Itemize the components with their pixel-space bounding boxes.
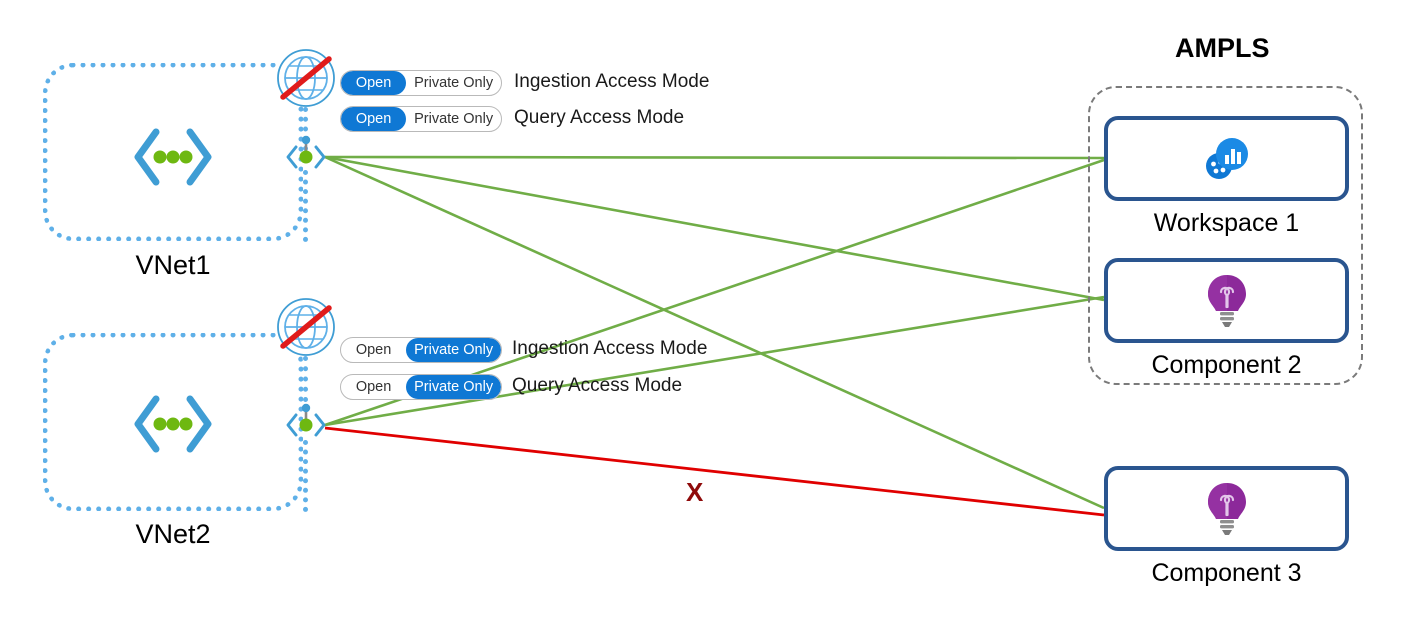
component2-card[interactable] [1104, 258, 1349, 343]
vnet1-query-access-mode-toggle[interactable]: Open Private Only [340, 106, 502, 132]
vnet2-query-access-mode-toggle[interactable]: Open Private Only [340, 374, 502, 400]
link-vnet2-component3-blocked [324, 426, 1105, 517]
component2-label: Component 2 [1151, 351, 1302, 379]
vnet1-ingestion-access-mode-toggle[interactable]: Open Private Only [340, 70, 502, 96]
ampls-boundary [1088, 86, 1363, 385]
vnet2-endpoint-stem-lower [303, 440, 308, 512]
vnet1-endpoint-stem-lower [303, 170, 308, 242]
toggle-option-open[interactable]: Open [355, 379, 392, 395]
vnet2-ingestion-access-mode-toggle[interactable]: Open Private Only [340, 337, 502, 363]
link-vnet1-component2 [324, 155, 1105, 302]
application-insights-icon [1207, 482, 1246, 535]
toggle-option-open[interactable]: Open [341, 107, 407, 131]
workspace1-card[interactable] [1104, 116, 1349, 201]
toggle-option-open[interactable]: Open [341, 71, 407, 95]
resource-component3: Component 3 [1104, 466, 1349, 587]
ampls-title: AMPLS [1175, 33, 1270, 63]
vnet1-label: VNet1 [135, 250, 211, 280]
toggle-option-private-only[interactable]: Private Only [414, 111, 494, 127]
private-endpoint-icon [286, 135, 326, 169]
vnet2-ingestion-access-mode-label: Ingestion Access Mode [512, 338, 708, 359]
link-vnet1-workspace1 [324, 155, 1105, 160]
component3-card[interactable] [1104, 466, 1349, 551]
toggle-option-private-only[interactable]: Private Only [414, 75, 494, 91]
vnet-icon [134, 128, 212, 186]
toggle-option-private-only[interactable]: Private Only [406, 375, 501, 399]
resource-workspace1: Workspace 1 [1104, 116, 1349, 237]
private-endpoint-icon [286, 403, 326, 437]
toggle-option-private-only[interactable]: Private Only [406, 338, 501, 362]
workspace1-label: Workspace 1 [1153, 209, 1300, 237]
globe-blocked-icon [277, 49, 335, 107]
vnet1-endpoint-stem [303, 107, 308, 151]
application-insights-icon [1207, 274, 1246, 327]
vnet1-ingestion-access-mode-label: Ingestion Access Mode [514, 71, 710, 92]
component3-label: Component 3 [1151, 559, 1302, 587]
vnet2-label: VNet2 [135, 519, 211, 549]
vnet1-boundary [43, 63, 303, 241]
log-analytics-workspace-icon [1205, 137, 1248, 179]
blocked-connection-x-marker: X [686, 477, 704, 507]
vnet1-query-access-mode-label: Query Access Mode [514, 107, 685, 128]
vnet-icon [134, 395, 212, 453]
link-vnet1-component3 [324, 155, 1105, 510]
toggle-option-open[interactable]: Open [355, 342, 392, 358]
resource-component2: Component 2 [1104, 258, 1349, 379]
vnet2-endpoint-stem [303, 356, 308, 402]
globe-blocked-icon [277, 298, 335, 356]
vnet2-query-access-mode-label: Query Access Mode [512, 375, 683, 396]
